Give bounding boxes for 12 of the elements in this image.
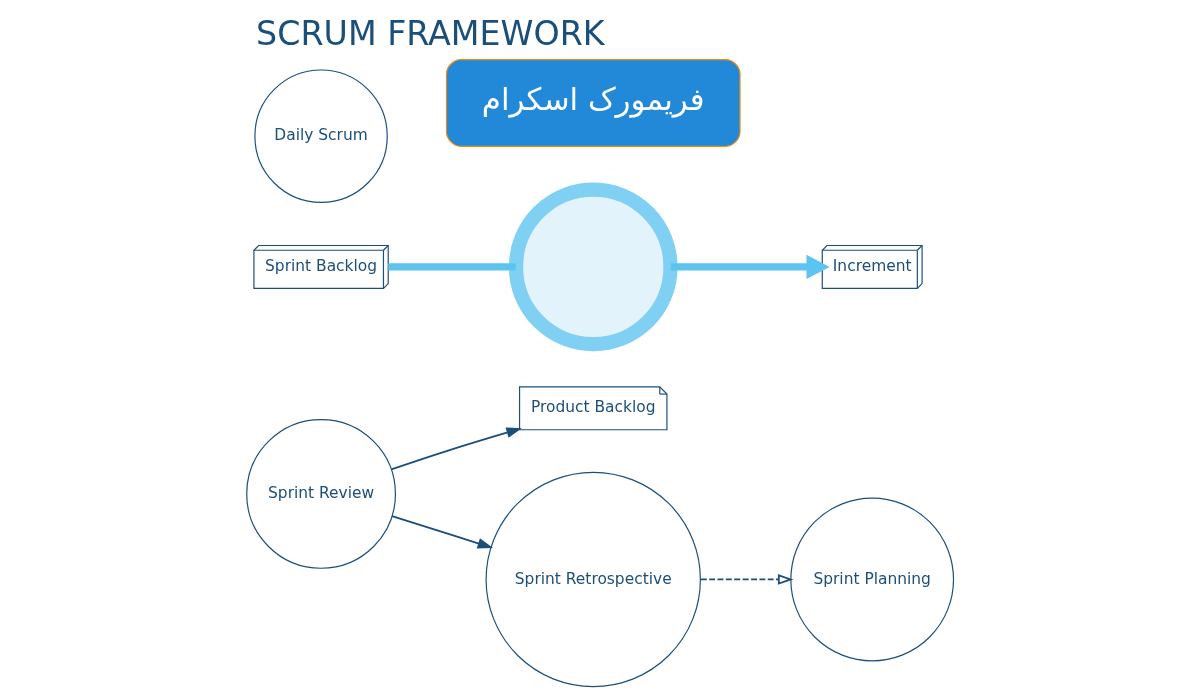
diagram-title: SCRUM FRAMEWORK [256, 13, 605, 53]
arrow [700, 574, 794, 585]
arrow [670, 254, 830, 280]
node-circle [508, 182, 678, 352]
arrow [390, 427, 522, 471]
node-circle: Sprint Planning [790, 497, 955, 662]
node-circle: Sprint Retrospective [485, 471, 701, 688]
connector [388, 263, 516, 271]
node-circle: Daily Scrum [254, 69, 388, 203]
arrow [391, 515, 494, 549]
node-box: فریمورک اسکرام [445, 58, 741, 147]
node-circle: Sprint Review [246, 418, 397, 569]
